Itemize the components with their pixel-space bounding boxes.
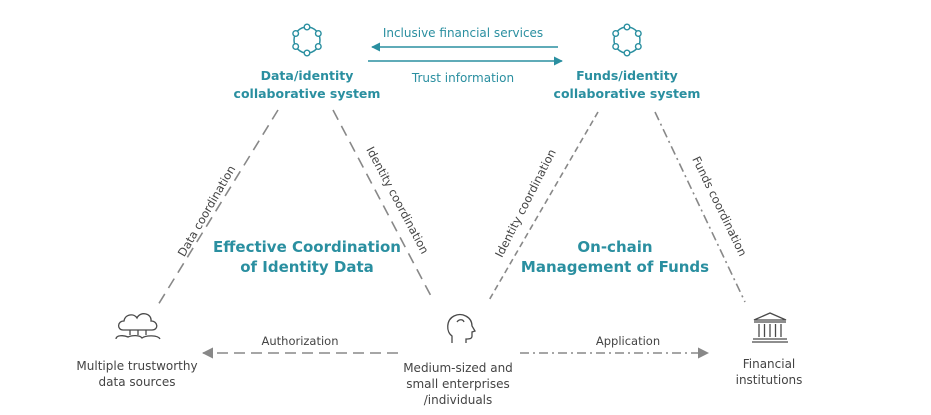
trust-information-label: Trust information [411, 71, 514, 85]
top-left-node-title-line1: Data/identity [261, 68, 354, 83]
inclusive-services-label: Inclusive financial services [383, 26, 543, 40]
network-ring-icon [292, 23, 322, 57]
bottom-left-node-line2: data sources [99, 375, 176, 389]
left-center-title-line2: of Identity Data [240, 258, 374, 276]
network-ring-icon [612, 23, 642, 57]
bottom-right-node-line2: institutions [736, 373, 803, 387]
data-coordination-line [157, 109, 279, 306]
right-center-title-line1: On-chain [577, 238, 652, 256]
application-label: Application [596, 334, 660, 348]
bank-icon [752, 312, 788, 343]
top-right-node-title-line1: Funds/identity [576, 68, 678, 83]
funds-coordination-label: Funds coordination [689, 154, 749, 258]
authorization-label: Authorization [261, 334, 338, 348]
identity-coordination-right-line [487, 111, 599, 303]
cloud-data-icon [115, 313, 161, 340]
bottom-center-node-line3: /individuals [424, 393, 493, 407]
bottom-left-node-line1: Multiple trustworthy [76, 359, 197, 373]
left-center-title-line1: Effective Coordination [213, 238, 401, 256]
bottom-center-node-line1: Medium-sized and [403, 361, 513, 375]
person-head-icon [447, 313, 476, 343]
top-right-node-title-line2: collaborative system [554, 86, 701, 101]
bottom-right-node-line1: Financial [743, 357, 796, 371]
top-left-node-title-line2: collaborative system [234, 86, 381, 101]
bottom-center-node-line2: small enterprises [406, 377, 510, 391]
right-center-title-line2: Management of Funds [521, 258, 709, 276]
identity-coordination-right-label: Identity coordination [492, 147, 559, 260]
funds-coordination-line [654, 111, 746, 303]
